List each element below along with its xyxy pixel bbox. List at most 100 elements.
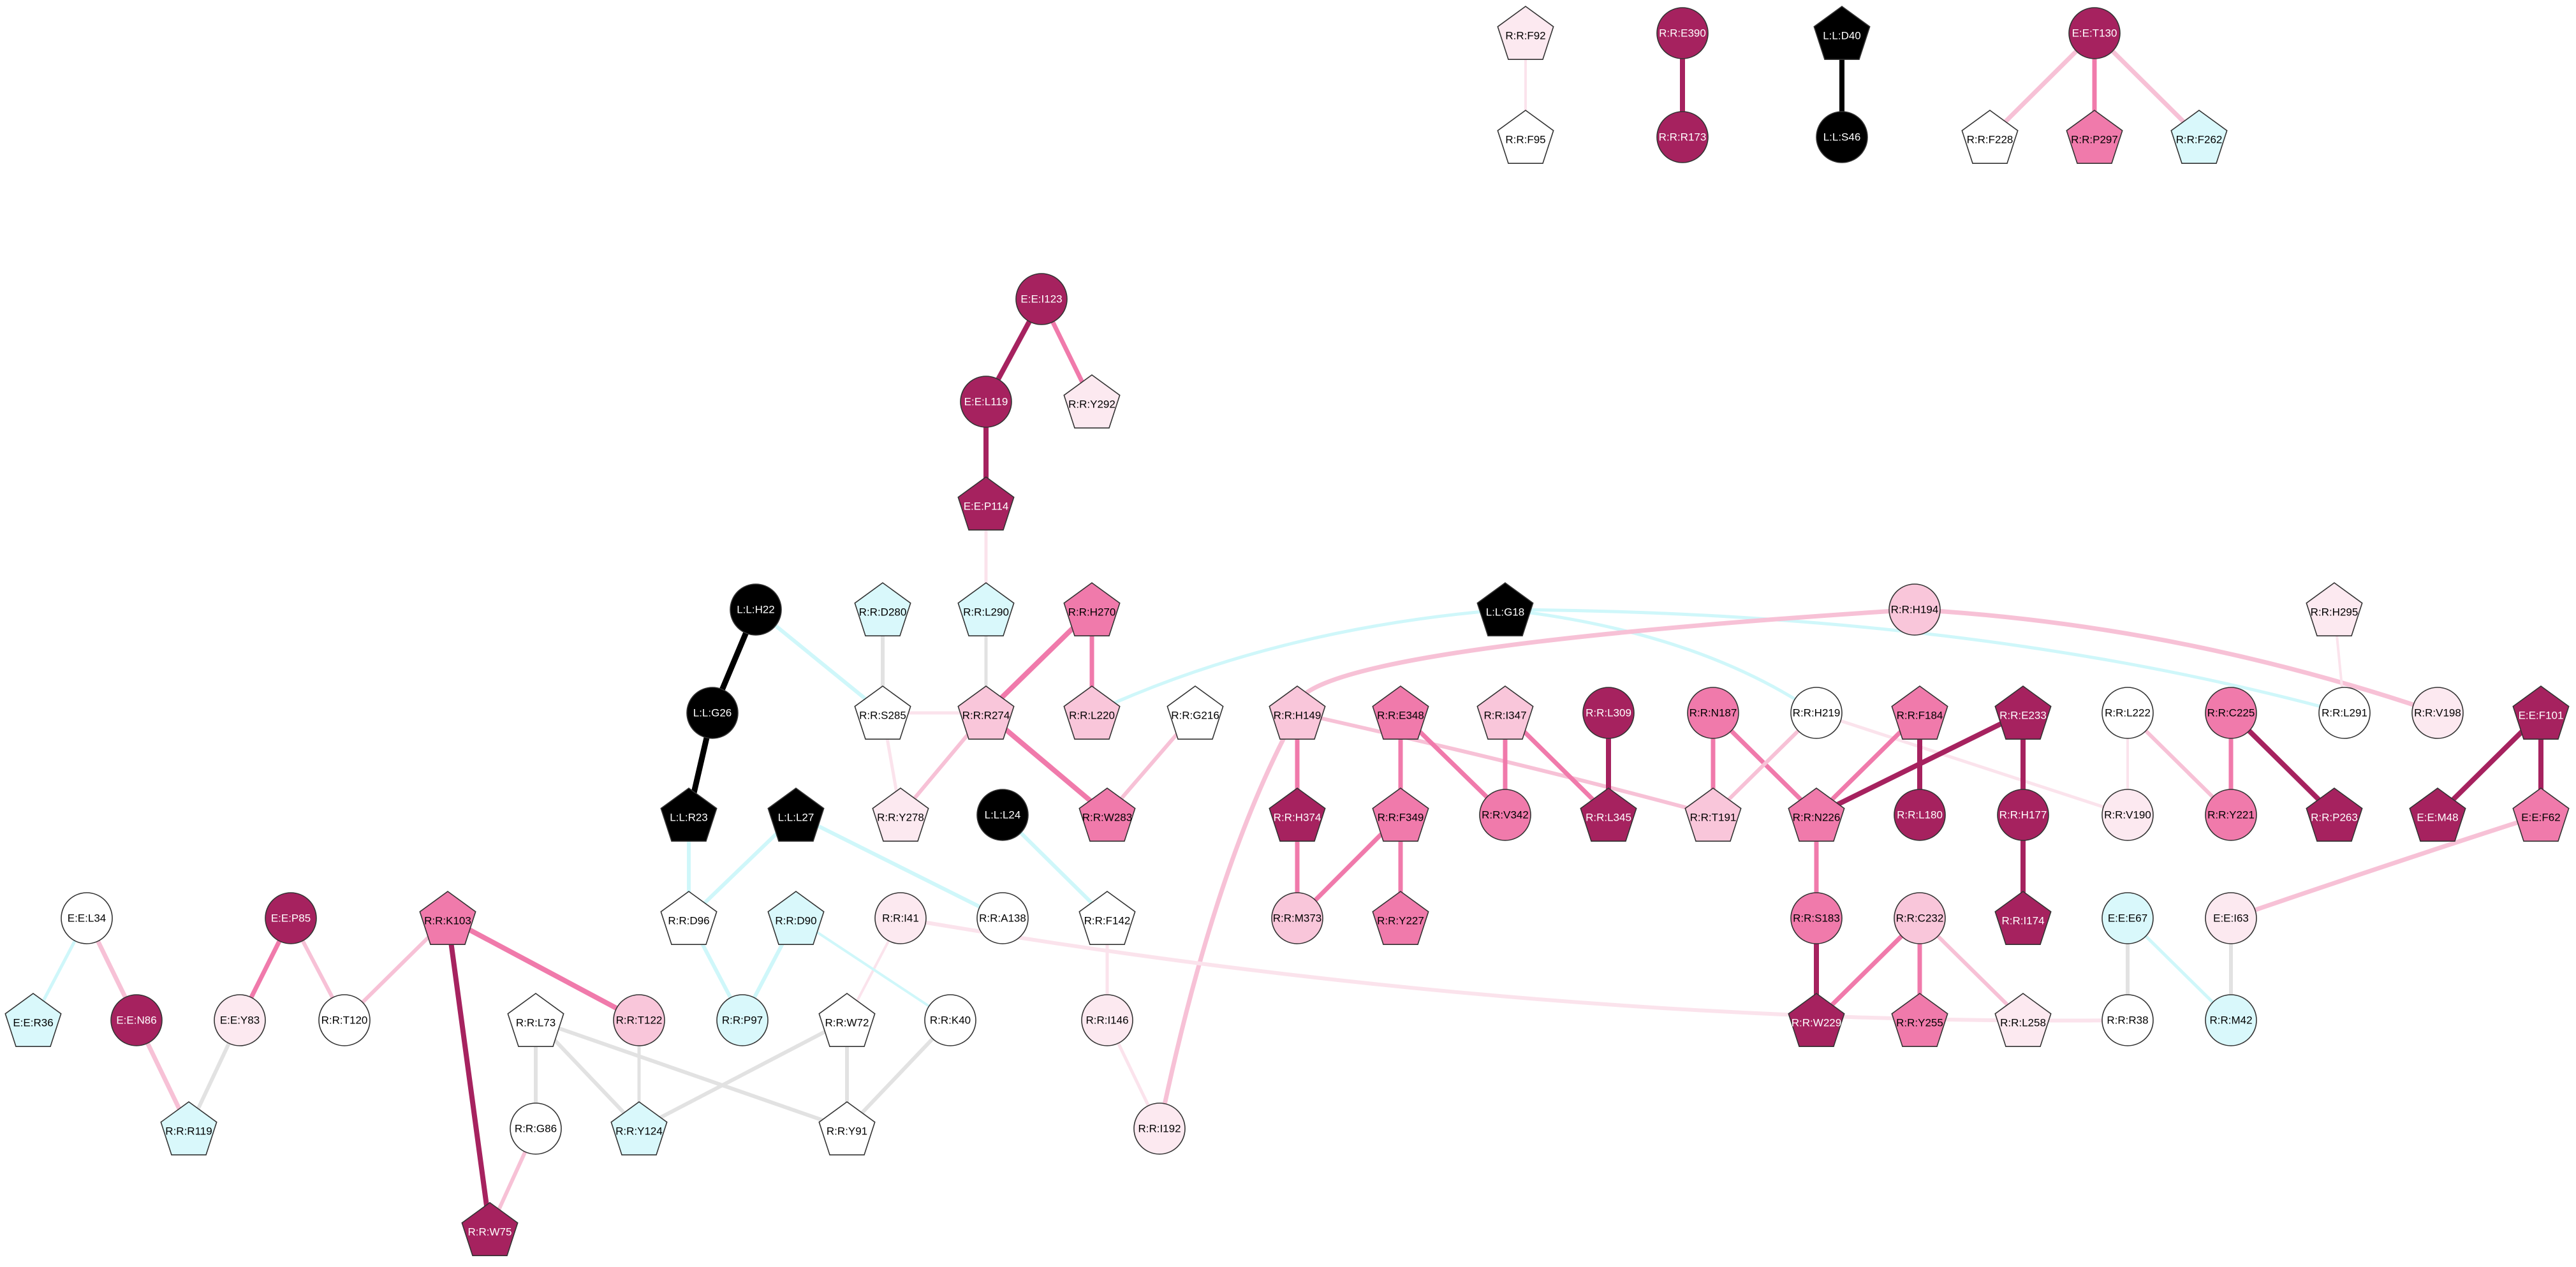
node-l-l-l27[interactable]: L:L:L27 bbox=[767, 787, 825, 842]
node-r-r-i192[interactable]: R:R:I192 bbox=[1133, 1102, 1186, 1155]
node-r-r-i146[interactable]: R:R:I146 bbox=[1081, 994, 1133, 1046]
node-r-r-f228[interactable]: R:R:F228 bbox=[1961, 110, 2019, 165]
node-label: R:R:E390 bbox=[1659, 27, 1706, 40]
node-r-r-v198[interactable]: R:R:V198 bbox=[2411, 687, 2464, 739]
node-r-r-y91[interactable]: R:R:Y91 bbox=[818, 1101, 876, 1155]
node-e-e-t130[interactable]: E:E:T130 bbox=[2068, 7, 2121, 59]
node-e-e-e67[interactable]: E:E:E67 bbox=[2101, 892, 2154, 944]
node-r-r-i41[interactable]: R:R:I41 bbox=[874, 892, 927, 944]
node-r-r-e233[interactable]: R:R:E233 bbox=[1994, 685, 2052, 740]
node-e-e-n86[interactable]: E:E:N86 bbox=[110, 994, 163, 1046]
node-e-e-i123[interactable]: E:E:I123 bbox=[1015, 273, 1068, 325]
node-circle bbox=[2318, 687, 2371, 739]
node-r-r-h374[interactable]: R:R:H374 bbox=[1269, 787, 1326, 842]
node-r-r-w283[interactable]: R:R:W283 bbox=[1078, 787, 1136, 842]
node-l-l-l24[interactable]: L:L:L24 bbox=[976, 789, 1029, 841]
node-r-r-f95[interactable]: R:R:F95 bbox=[1497, 110, 1554, 165]
node-e-e-r36[interactable]: E:E:R36 bbox=[4, 993, 62, 1047]
node-r-r-h295[interactable]: R:R:H295 bbox=[2306, 582, 2363, 637]
node-e-e-y83[interactable]: E:E:Y83 bbox=[214, 994, 266, 1046]
node-r-r-h270[interactable]: R:R:H270 bbox=[1063, 582, 1121, 637]
node-r-r-g216[interactable]: R:R:G216 bbox=[1167, 685, 1224, 740]
node-r-r-n226[interactable]: R:R:N226 bbox=[1788, 787, 1845, 842]
node-r-r-s183[interactable]: R:R:S183 bbox=[1790, 892, 1843, 944]
node-r-r-l291[interactable]: R:R:L291 bbox=[2318, 687, 2371, 739]
node-e-e-p85[interactable]: E:E:P85 bbox=[265, 892, 317, 944]
node-r-r-f349[interactable]: R:R:F349 bbox=[1372, 787, 1429, 842]
node-r-r-s285[interactable]: R:R:S285 bbox=[854, 685, 911, 740]
node-r-r-d96[interactable]: R:R:D96 bbox=[660, 891, 718, 945]
node-r-r-h149[interactable]: R:R:H149 bbox=[1269, 685, 1326, 740]
node-l-l-r23[interactable]: L:L:R23 bbox=[660, 787, 718, 842]
node-r-r-i174[interactable]: R:R:I174 bbox=[1994, 891, 2052, 945]
node-r-r-l73[interactable]: R:R:L73 bbox=[507, 993, 564, 1047]
node-r-r-h194[interactable]: R:R:H194 bbox=[1888, 583, 1941, 636]
node-e-e-i63[interactable]: E:E:I63 bbox=[2205, 892, 2257, 944]
node-r-r-p97[interactable]: R:R:P97 bbox=[716, 994, 769, 1046]
node-r-r-f92[interactable]: R:R:F92 bbox=[1497, 6, 1554, 60]
node-r-r-r173[interactable]: R:R:R173 bbox=[1656, 111, 1709, 163]
node-r-r-t191[interactable]: R:R:T191 bbox=[1684, 787, 1742, 842]
node-r-r-y292[interactable]: R:R:Y292 bbox=[1063, 374, 1121, 429]
node-r-r-i347[interactable]: R:R:I347 bbox=[1476, 685, 1534, 740]
node-r-r-e348[interactable]: R:R:E348 bbox=[1372, 685, 1429, 740]
node-e-e-p114[interactable]: E:E:P114 bbox=[957, 476, 1015, 531]
node-l-l-g18[interactable]: L:L:G18 bbox=[1476, 582, 1534, 637]
node-r-r-w75[interactable]: R:R:W75 bbox=[461, 1202, 519, 1256]
node-r-r-l309[interactable]: R:R:L309 bbox=[1582, 687, 1635, 739]
node-r-r-l258[interactable]: R:R:L258 bbox=[1994, 993, 2052, 1047]
node-l-l-s46[interactable]: L:L:S46 bbox=[1816, 111, 1868, 163]
node-r-r-m42[interactable]: R:R:M42 bbox=[2205, 994, 2257, 1046]
node-r-r-l220[interactable]: R:R:L220 bbox=[1063, 685, 1121, 740]
node-r-r-g86[interactable]: R:R:G86 bbox=[510, 1102, 562, 1155]
node-l-l-g26[interactable]: L:L:G26 bbox=[686, 687, 739, 739]
node-r-r-r119[interactable]: R:R:R119 bbox=[160, 1101, 217, 1155]
node-r-r-t120[interactable]: R:R:T120 bbox=[318, 994, 371, 1046]
node-r-r-n187[interactable]: R:R:N187 bbox=[1687, 687, 1739, 739]
node-r-r-l180[interactable]: R:R:L180 bbox=[1894, 789, 1946, 841]
node-label: R:R:F95 bbox=[1505, 134, 1545, 146]
node-l-l-d40[interactable]: L:L:D40 bbox=[1813, 6, 1871, 60]
node-r-r-f142[interactable]: R:R:F142 bbox=[1078, 891, 1136, 945]
node-r-r-y124[interactable]: R:R:Y124 bbox=[610, 1101, 668, 1155]
node-r-r-w72[interactable]: R:R:W72 bbox=[818, 993, 876, 1047]
node-label: R:R:W229 bbox=[1792, 1017, 1841, 1029]
node-e-e-f101[interactable]: E:E:F101 bbox=[2512, 685, 2570, 740]
node-circle bbox=[1894, 892, 1946, 944]
node-r-r-d90[interactable]: R:R:D90 bbox=[767, 891, 825, 945]
node-r-r-p297[interactable]: R:R:P297 bbox=[2066, 110, 2123, 165]
node-r-r-r274[interactable]: R:R:R274 bbox=[957, 685, 1015, 740]
node-r-r-w229[interactable]: R:R:W229 bbox=[1788, 993, 1845, 1047]
node-r-r-l222[interactable]: R:R:L222 bbox=[2101, 687, 2154, 739]
node-e-e-l119[interactable]: E:E:L119 bbox=[960, 376, 1012, 428]
node-label: R:R:Y292 bbox=[1068, 399, 1115, 411]
node-r-r-k40[interactable]: R:R:K40 bbox=[924, 994, 976, 1046]
node-r-r-l345[interactable]: R:R:L345 bbox=[1580, 787, 1637, 842]
node-r-r-k103[interactable]: R:R:K103 bbox=[419, 891, 476, 945]
node-r-r-f184[interactable]: R:R:F184 bbox=[1891, 685, 1948, 740]
node-r-r-m373[interactable]: R:R:M373 bbox=[1271, 892, 1323, 944]
node-r-r-v342[interactable]: R:R:V342 bbox=[1479, 789, 1531, 841]
node-r-r-y255[interactable]: R:R:Y255 bbox=[1891, 993, 1948, 1047]
node-r-r-c232[interactable]: R:R:C232 bbox=[1894, 892, 1946, 944]
node-e-e-f62[interactable]: E:E:F62 bbox=[2512, 787, 2570, 842]
node-r-r-h177[interactable]: R:R:H177 bbox=[1997, 789, 2049, 841]
node-r-r-a138[interactable]: R:R:A138 bbox=[976, 892, 1029, 944]
node-r-r-l290[interactable]: R:R:L290 bbox=[957, 582, 1015, 637]
node-r-r-y227[interactable]: R:R:Y227 bbox=[1372, 891, 1429, 945]
node-r-r-t122[interactable]: R:R:T122 bbox=[613, 994, 665, 1046]
node-r-r-p263[interactable]: R:R:P263 bbox=[2306, 787, 2363, 842]
node-r-r-e390[interactable]: R:R:E390 bbox=[1656, 7, 1709, 59]
node-r-r-y278[interactable]: R:R:Y278 bbox=[872, 787, 929, 842]
node-l-l-h22[interactable]: L:L:H22 bbox=[730, 583, 782, 636]
node-e-e-l34[interactable]: E:E:L34 bbox=[61, 892, 113, 944]
node-r-r-y221[interactable]: R:R:Y221 bbox=[2205, 789, 2257, 841]
node-r-r-h219[interactable]: R:R:H219 bbox=[1790, 687, 1843, 739]
node-r-r-c225[interactable]: R:R:C225 bbox=[2205, 687, 2257, 739]
node-r-r-r38[interactable]: R:R:R38 bbox=[2101, 994, 2154, 1046]
node-r-r-f262[interactable]: R:R:F262 bbox=[2170, 110, 2228, 165]
node-r-r-d280[interactable]: R:R:D280 bbox=[854, 582, 911, 637]
node-r-r-v190[interactable]: R:R:V190 bbox=[2101, 789, 2154, 841]
node-e-e-m48[interactable]: E:E:M48 bbox=[2409, 787, 2466, 842]
